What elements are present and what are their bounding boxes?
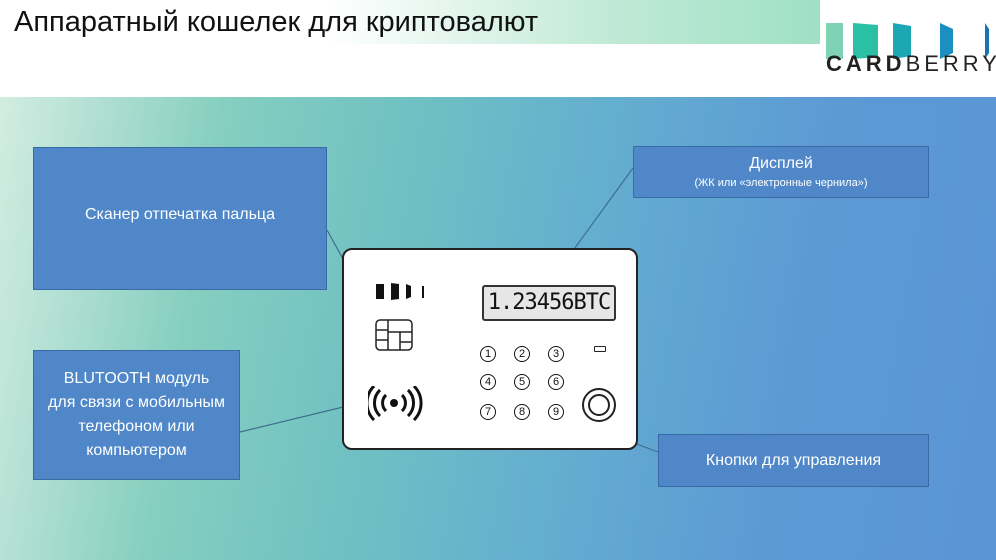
key-7[interactable]: 7	[480, 404, 496, 420]
fingerprint-sensor[interactable]	[582, 388, 616, 422]
fingerprint-scanner-callout: Сканер отпечатка пальца	[33, 147, 327, 290]
key-8[interactable]: 8	[514, 404, 530, 420]
title-stripe	[0, 0, 820, 44]
key-3[interactable]: 3	[548, 346, 564, 362]
wallet-card: 1.23456BTC 1 2 3 4 5 6 7 8 9	[342, 248, 638, 450]
cardberry-logo	[826, 23, 989, 59]
card-display: 1.23456BTC	[482, 285, 616, 321]
key-1[interactable]: 1	[480, 346, 496, 362]
chip-icon	[375, 319, 413, 351]
key-6[interactable]: 6	[548, 374, 564, 390]
card-logo-and-chip	[375, 283, 424, 351]
logo-text: CARDBERRY	[826, 51, 996, 76]
key-5[interactable]: 5	[514, 374, 530, 390]
slide-title: Аппаратный кошелек для криптовалют	[14, 6, 539, 38]
bluetooth-callout: BLUTOOTH модуль для связи с мобильным те…	[33, 350, 240, 480]
key-9[interactable]: 9	[548, 404, 564, 420]
header: Аппаратный кошелек для криптовалют CARDB…	[0, 0, 996, 97]
buttons-callout: Кнопки для управления	[658, 434, 929, 487]
display-callout: Дисплей (ЖК или «электронные чернила»)	[633, 146, 929, 198]
led-indicator	[594, 346, 606, 352]
key-4[interactable]: 4	[480, 374, 496, 390]
wireless-icon	[368, 386, 423, 422]
key-2[interactable]: 2	[514, 346, 530, 362]
